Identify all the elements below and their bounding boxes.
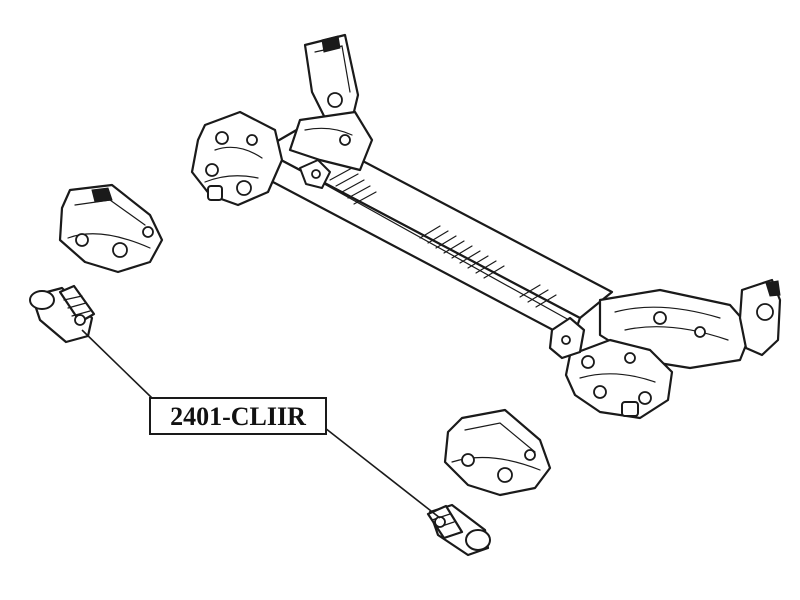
bushing-right: [426, 503, 491, 557]
leader-lines: [81, 329, 441, 519]
part-number-label: 2401-CLIIR: [170, 402, 306, 431]
right-trailing-arm: [548, 278, 782, 420]
axle-beam: [252, 126, 614, 342]
beam-ribbing: [289, 164, 579, 326]
left-trailing-arm: [190, 33, 374, 207]
loose-bracket-left: [58, 183, 164, 274]
bushing-left: [29, 284, 96, 344]
loose-bracket-right: [443, 408, 552, 497]
part-number-callout: 2401-CLIIR: [149, 397, 327, 435]
